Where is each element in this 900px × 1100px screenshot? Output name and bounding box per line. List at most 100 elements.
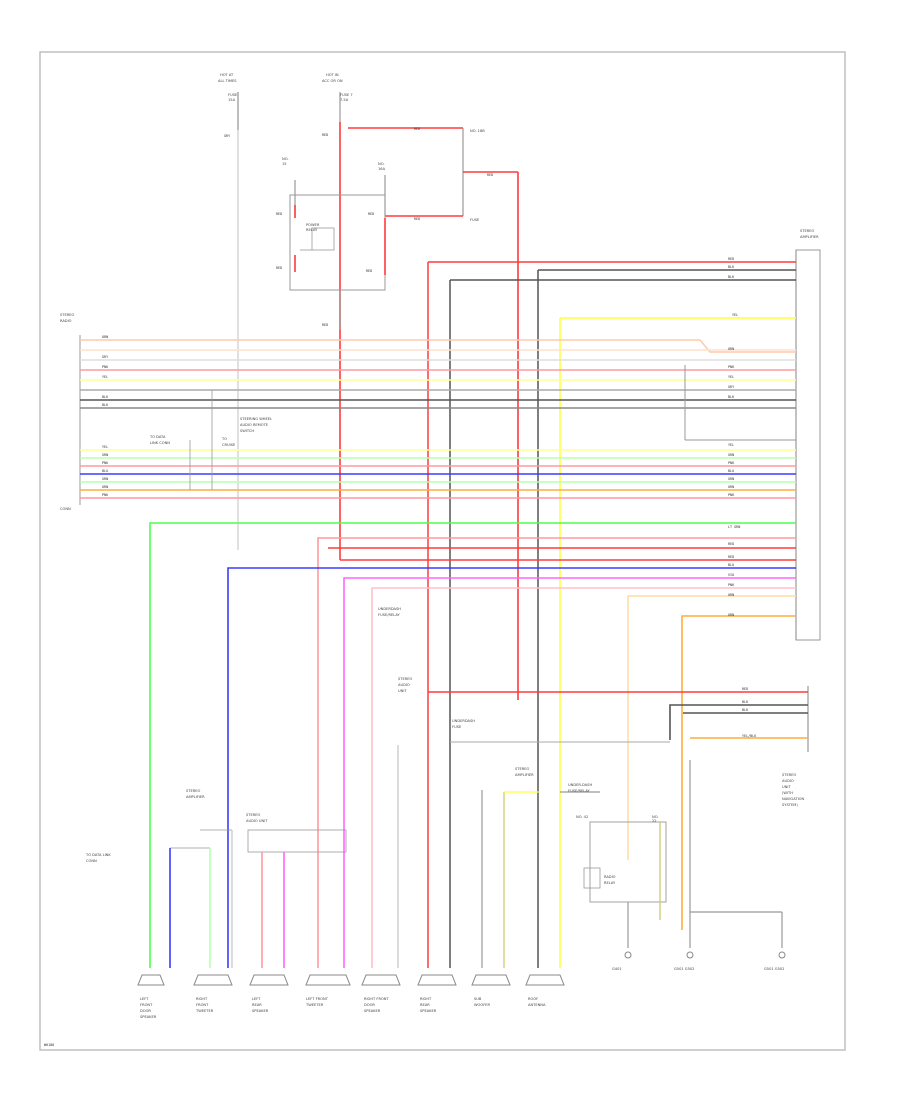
- harness-middle: [80, 339, 796, 499]
- svg-text:RELAY: RELAY: [306, 228, 318, 232]
- harness-upper: [427, 261, 796, 968]
- svg-text:BLU: BLU: [728, 469, 734, 473]
- svg-text:ORN: ORN: [728, 613, 734, 617]
- svg-text:RED: RED: [276, 212, 282, 216]
- svg-text:DOOR: DOOR: [140, 1009, 151, 1013]
- ground-3: [778, 951, 786, 959]
- svg-text:22: 22: [652, 819, 657, 823]
- svg-text:GRY: GRY: [224, 134, 230, 138]
- svg-text:STEREO: STEREO: [398, 677, 413, 681]
- svg-text:BLK: BLK: [742, 700, 749, 704]
- svg-text:AUDIO REMOTE: AUDIO REMOTE: [240, 423, 269, 427]
- svg-text:AMPLIFIER: AMPLIFIER: [515, 773, 534, 777]
- svg-text:WOOFER: WOOFER: [474, 1003, 491, 1007]
- relay-box: [289, 194, 386, 291]
- amplifier-connector: [795, 249, 821, 641]
- svg-text:RED: RED: [728, 257, 734, 261]
- svg-text:NO.: NO.: [282, 157, 289, 161]
- svg-text:GRN: GRN: [728, 477, 734, 481]
- svg-text:LT GRN: LT GRN: [728, 525, 740, 529]
- svg-text:STEREO: STEREO: [60, 313, 75, 317]
- svg-text:GRY: GRY: [728, 385, 734, 389]
- diagram-frame: [39, 51, 846, 1051]
- svg-text:SPEAKER: SPEAKER: [140, 1015, 157, 1019]
- svg-text:TO: TO: [221, 437, 227, 441]
- svg-text:16A: 16A: [378, 167, 386, 171]
- svg-text:G501 G502: G501 G502: [764, 967, 784, 971]
- svg-text:REAR: REAR: [420, 1003, 430, 1007]
- harness-lower: [149, 522, 808, 968]
- svg-text:SPEAKER: SPEAKER: [252, 1009, 269, 1013]
- svg-text:AMPLIFIER: AMPLIFIER: [800, 235, 819, 239]
- svg-text:STEREO: STEREO: [782, 773, 797, 777]
- svg-text:BLU: BLU: [102, 469, 108, 473]
- svg-text:NO.: NO.: [378, 162, 385, 166]
- svg-text:DOOR: DOOR: [364, 1003, 375, 1007]
- svg-text:YEL: YEL: [728, 375, 734, 379]
- svg-text:NO.: NO.: [652, 815, 659, 819]
- svg-text:PNK: PNK: [728, 583, 735, 587]
- svg-text:NO. 42: NO. 42: [576, 815, 588, 819]
- svg-text:RED: RED: [742, 687, 748, 691]
- svg-text:BLK: BLK: [728, 275, 735, 279]
- svg-text:UNDER-DASH: UNDER-DASH: [568, 783, 592, 787]
- svg-text:RED: RED: [414, 217, 420, 221]
- svg-text:POWER: POWER: [306, 223, 320, 227]
- svg-text:TWEETER: TWEETER: [195, 1009, 214, 1013]
- svg-text:UNIT: UNIT: [782, 785, 791, 789]
- svg-text:REAR: REAR: [252, 1003, 262, 1007]
- svg-text:STEERING WHEEL: STEERING WHEEL: [240, 417, 272, 421]
- svg-text:PNK: PNK: [728, 461, 735, 465]
- svg-text:FUSE: FUSE: [452, 725, 462, 729]
- svg-text:RED: RED: [322, 323, 328, 327]
- speaker-subwoofer: [417, 974, 457, 986]
- svg-text:STEREO: STEREO: [246, 813, 261, 817]
- svg-text:GRN: GRN: [728, 453, 734, 457]
- svg-text:STEREO: STEREO: [515, 767, 530, 771]
- svg-text:FUSE: FUSE: [470, 218, 480, 222]
- svg-text:SYSTEM): SYSTEM): [782, 803, 798, 807]
- svg-text:RED: RED: [368, 212, 374, 216]
- svg-text:PNK: PNK: [102, 461, 109, 465]
- svg-text:ORN: ORN: [102, 485, 108, 489]
- svg-text:G501 G502: G501 G502: [674, 967, 694, 971]
- svg-text:UNIT: UNIT: [398, 689, 407, 693]
- svg-text:G401: G401: [612, 967, 622, 971]
- speaker-junctions: [169, 745, 483, 968]
- svg-text:VIO: VIO: [728, 573, 734, 577]
- svg-text:CONN: CONN: [60, 507, 71, 511]
- svg-text:YEL: YEL: [732, 313, 738, 317]
- speaker-row: [137, 951, 786, 986]
- svg-text:UNDERDASH: UNDERDASH: [378, 607, 401, 611]
- svg-text:(WITH: (WITH: [782, 791, 793, 795]
- svg-text:PNK: PNK: [728, 365, 735, 369]
- svg-text:YEL: YEL: [102, 445, 108, 449]
- speaker-left-front-tweeter: [193, 974, 233, 986]
- svg-text:GRN: GRN: [102, 477, 108, 481]
- svg-text:BLK: BLK: [102, 403, 109, 407]
- svg-text:AMPLIFIER: AMPLIFIER: [186, 795, 205, 799]
- svg-text:RIGHT: RIGHT: [196, 997, 208, 1001]
- svg-text:TO DATA LINK: TO DATA LINK: [85, 853, 111, 857]
- svg-text:RADIO: RADIO: [604, 875, 616, 879]
- speaker-right-front: [305, 974, 351, 986]
- right-lower-components: [503, 760, 783, 968]
- svg-text:BLK: BLK: [728, 395, 735, 399]
- svg-text:STEREO: STEREO: [186, 789, 201, 793]
- speaker-right-front-tweeter: [361, 974, 401, 986]
- svg-text:ROOF: ROOF: [528, 997, 538, 1001]
- svg-text:AUDIO UNIT: AUDIO UNIT: [246, 819, 268, 823]
- svg-text:HOT IN: HOT IN: [326, 73, 339, 77]
- svg-text:GRY: GRY: [102, 355, 108, 359]
- svg-text:ACC OR ON: ACC OR ON: [322, 79, 343, 83]
- svg-text:TO DATA: TO DATA: [149, 435, 166, 439]
- speaker-left-front: [137, 974, 165, 986]
- svg-text:RED: RED: [728, 555, 734, 559]
- svg-text:TWEETER: TWEETER: [305, 1003, 324, 1007]
- svg-text:RELAY: RELAY: [604, 881, 616, 885]
- svg-text:ALL TIMES: ALL TIMES: [218, 79, 237, 83]
- svg-text:RED: RED: [276, 266, 282, 270]
- power-supply-area: [237, 92, 519, 700]
- ground-2: [686, 951, 694, 959]
- page-code: W0188: [44, 1043, 54, 1047]
